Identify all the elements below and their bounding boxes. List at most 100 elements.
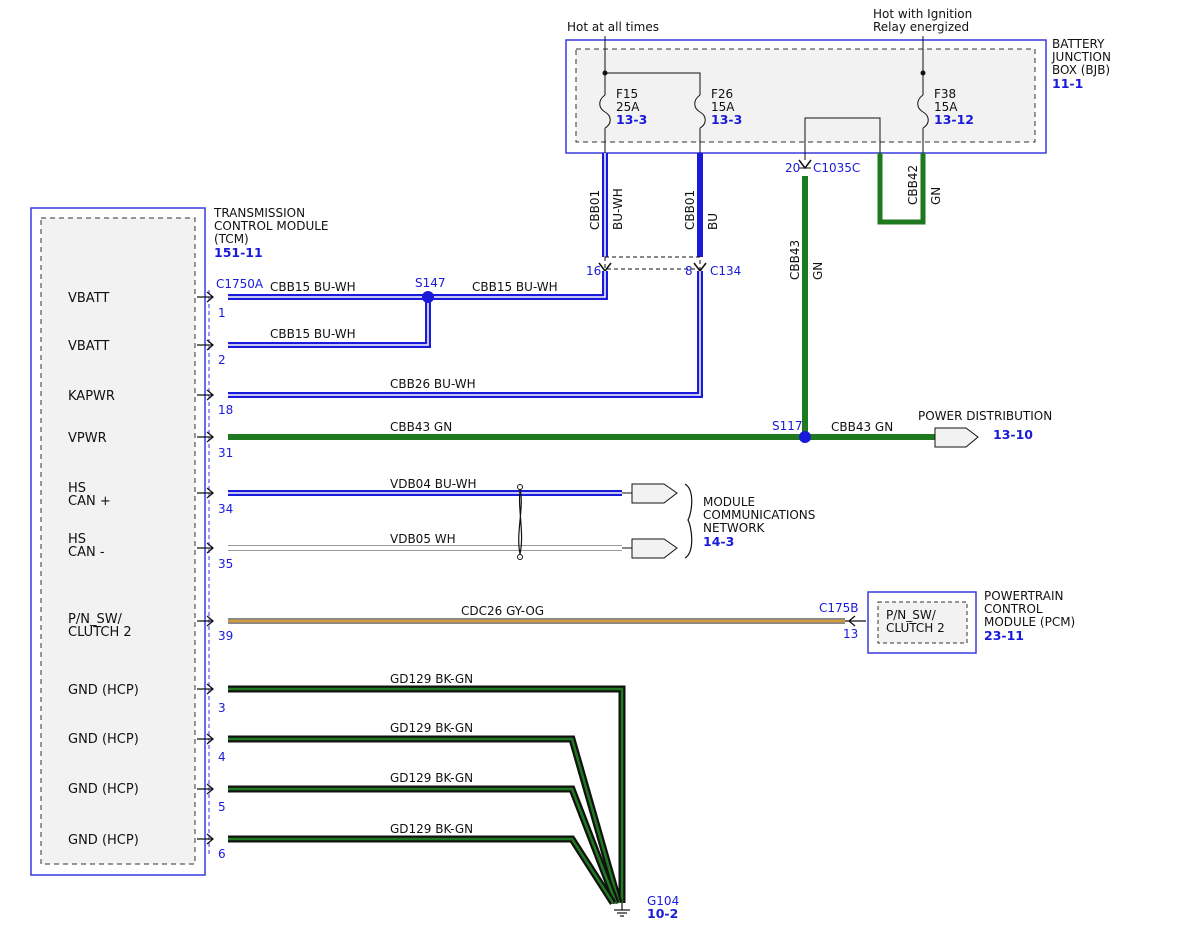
- mcn-connector-top: [631, 483, 678, 504]
- tcm-pin-label-hscan-plus-2: CAN +: [68, 494, 111, 509]
- cbb42-color: GN: [929, 187, 943, 205]
- tcm-pin-2: 2: [218, 353, 226, 367]
- gd129-label-6: GD129 BK-GN: [390, 822, 473, 836]
- tcm-pin-3: 3: [218, 701, 226, 715]
- mcn-name-2: COMMUNICATIONS: [703, 508, 815, 522]
- tcm-module: [30, 207, 206, 876]
- cdc26-label: CDC26 GY-OG: [461, 604, 544, 618]
- tcm-pin-34: 34: [218, 502, 233, 516]
- tcm-name-1: TRANSMISSION: [213, 206, 305, 220]
- bjb-name-2: JUNCTION: [1051, 50, 1111, 64]
- tcm-pin-1: 1: [218, 306, 226, 320]
- gd129-label-3: GD129 BK-GN: [390, 672, 473, 686]
- wire-cbb15-pin2: [228, 297, 431, 348]
- fuse-f15-id: F15: [616, 87, 638, 101]
- hot-with-ignition-label-2: Relay energized: [873, 20, 969, 34]
- tcm-pin-label-vbatt-1: VBATT: [68, 291, 109, 306]
- twisted-pair-symbol: [518, 485, 523, 559]
- tcm-pin-label-pnsw-1: P/N_SW/: [68, 612, 123, 627]
- tcm-pin-4: 4: [218, 750, 226, 764]
- tcm-pin-label-gnd-4: GND (HCP): [68, 732, 139, 747]
- gd129-label-4: GD129 BK-GN: [390, 721, 473, 735]
- tcm-pin-label-hscan-minus-1: HS: [68, 532, 86, 547]
- fuse-f26-rating: 15A: [711, 100, 735, 114]
- tcm-pin-label-gnd-6: GND (HCP): [68, 833, 139, 848]
- tcm-name-3: (TCM): [214, 232, 249, 246]
- hot-at-all-times-label: Hot at all times: [567, 20, 659, 34]
- twisted-pair-end-top: [517, 484, 523, 490]
- pcm-module: [867, 591, 977, 654]
- mcn-name-1: MODULE: [703, 495, 755, 509]
- tcm-pin-label-gnd-3: GND (HCP): [68, 683, 139, 698]
- power-distribution-label: POWER DISTRIBUTION: [918, 409, 1052, 423]
- pcm-pin-13: 13: [843, 627, 858, 641]
- twisted-pair-end-bottom: [517, 554, 523, 560]
- fuse-f26-ref[interactable]: 13-3: [711, 112, 742, 127]
- fuse-f15-rating: 25A: [616, 100, 640, 114]
- wire-cbb26: [228, 271, 703, 398]
- gd129-label-5: GD129 BK-GN: [390, 771, 473, 785]
- c1035c-pin: 20: [785, 161, 800, 175]
- ground-symbol: [614, 903, 630, 917]
- tcm-connector-name[interactable]: C1750A: [216, 277, 264, 291]
- fuse-f15-ref[interactable]: 13-3: [616, 112, 647, 127]
- pcm-pin-label-1: P/N_SW/: [886, 608, 937, 622]
- bjb-ref[interactable]: 11-1: [1052, 76, 1083, 91]
- splice-s117-label: S117: [772, 419, 803, 433]
- power-distribution-ref[interactable]: 13-10: [993, 427, 1033, 442]
- connector-c1035c: [798, 159, 812, 170]
- cbb15-label-b: CBB15 BU-WH: [472, 280, 558, 294]
- tcm-pin-label-vpwr: VPWR: [68, 431, 107, 446]
- pcm-name-1: POWERTRAIN: [984, 589, 1064, 603]
- vdb05-label: VDB05 WH: [390, 532, 456, 546]
- tcm-pin-39: 39: [218, 629, 233, 643]
- splice-s117: [799, 431, 811, 443]
- fuse-feed-lines: [599, 36, 929, 160]
- cbb01-bu-circuit: CBB01: [683, 190, 697, 230]
- fuse-f38-symbol: [917, 94, 929, 129]
- wire-cbb42: [877, 153, 926, 225]
- tcm-pin-label-vbatt-2: VBATT: [68, 339, 109, 354]
- tcm-pin-35: 35: [218, 557, 233, 571]
- splice-s147-label: S147: [415, 276, 446, 290]
- tcm-pin-label-kapwr: KAPWR: [68, 389, 115, 404]
- tcm-ref[interactable]: 151-11: [214, 245, 263, 260]
- tcm-pin-6: 6: [218, 847, 226, 861]
- fuse-f38-rating: 15A: [934, 100, 958, 114]
- c1035c-name[interactable]: C1035C: [813, 161, 860, 175]
- tcm-pin-label-hscan-minus-2: CAN -: [68, 545, 105, 560]
- wire-gd129-group: [228, 685, 626, 905]
- tcm-pin-arrows: [197, 291, 215, 845]
- c134-name[interactable]: C134: [710, 264, 741, 278]
- tcm-pin-label-hscan-plus-1: HS: [68, 481, 86, 496]
- pcm-pin-label-2: CLUTCH 2: [886, 621, 945, 635]
- tcm-pin-label-gnd-5: GND (HCP): [68, 782, 139, 797]
- pcm-pin-arrow: [845, 615, 866, 627]
- pcm-name-3: MODULE (PCM): [984, 615, 1075, 629]
- feed-junction-dots: [602, 70, 926, 76]
- cbb15-label-a: CBB15 BU-WH: [270, 280, 356, 294]
- tcm-pin-label-pnsw-2: CLUTCH 2: [68, 625, 132, 640]
- fuse-f38-ref[interactable]: 13-12: [934, 112, 974, 127]
- pcm-connector-name[interactable]: C175B: [819, 601, 859, 615]
- bjb-name-1: BATTERY: [1052, 37, 1105, 51]
- c134-pin-8: 8: [685, 264, 693, 278]
- mcn-ref[interactable]: 14-3: [703, 534, 734, 549]
- ground-ref[interactable]: 10-2: [647, 906, 678, 921]
- cbb43-label-a: CBB43 GN: [390, 420, 452, 434]
- cbb43-vertical-circuit: CBB43: [788, 240, 802, 280]
- pcm-ref[interactable]: 23-11: [984, 628, 1024, 643]
- wire-cbb15-main: [228, 271, 608, 300]
- cbb01-buwh-color: BU-WH: [611, 188, 625, 230]
- ground-name: G104: [647, 894, 679, 908]
- tcm-pin-31: 31: [218, 446, 233, 460]
- cbb01-bu-color: BU: [706, 213, 720, 230]
- cbb01-buwh-circuit: CBB01: [588, 190, 602, 230]
- mcn-name-3: NETWORK: [703, 521, 766, 535]
- bjb-name-3: BOX (BJB): [1052, 63, 1110, 77]
- splice-s147: [422, 291, 434, 303]
- cbb42-circuit: CBB42: [906, 165, 920, 205]
- mcn-connector-bottom: [631, 538, 678, 559]
- cbb43-label-b: CBB43 GN: [831, 420, 893, 434]
